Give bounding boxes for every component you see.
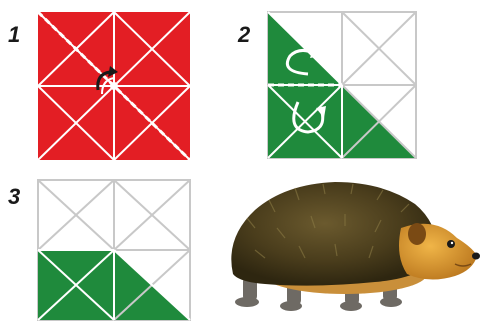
- step-2-label: 2: [238, 24, 250, 46]
- step-1-label: 1: [8, 24, 20, 46]
- step-3-diagram: [38, 180, 190, 320]
- hedgehog-eye: [447, 240, 455, 248]
- hedgehog-nose: [472, 253, 480, 260]
- step-2-diagram: [268, 12, 416, 158]
- step-3-label: 3: [8, 186, 20, 208]
- hedgehog-illustration: [225, 178, 480, 316]
- hedgehog-ear: [408, 223, 426, 245]
- step-1-diagram: [38, 12, 190, 160]
- center-point: [110, 82, 118, 90]
